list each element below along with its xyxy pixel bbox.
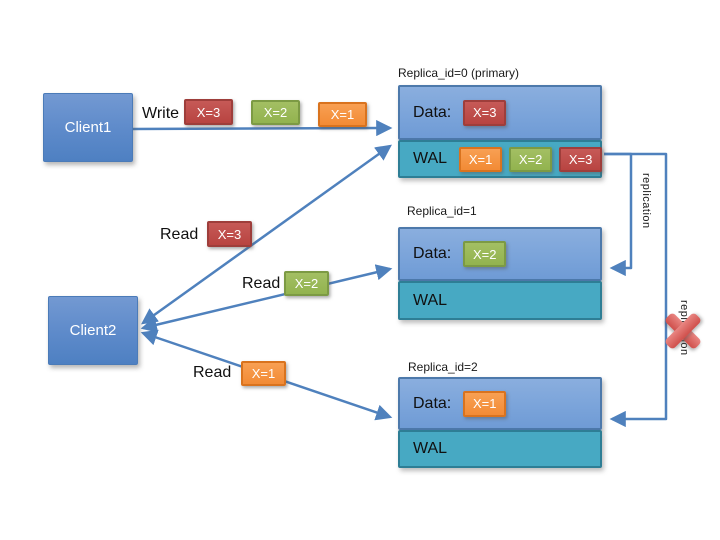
wal-entry-badge: X=3: [559, 146, 603, 172]
client1-label: Client1: [64, 119, 112, 136]
read-arrow-x2: [140, 264, 393, 333]
replica0-data-box: Data: X=3: [398, 85, 602, 140]
replica0-data-label: Data:: [413, 103, 452, 121]
replication-label-1: replication: [640, 173, 652, 229]
read-value-badge-x3: X=3: [207, 221, 252, 247]
replica1-data-box: Data: X=2: [398, 227, 602, 281]
client2-label: Client2: [69, 322, 117, 339]
replica2-data-label: Data:: [413, 394, 452, 412]
replica1-wal-label: WAL: [413, 291, 448, 309]
replica2-wal-box: WAL: [398, 430, 602, 468]
client1-box: Client1: [43, 93, 133, 162]
wal-entry-badge: X=2: [509, 146, 553, 172]
replica1-data-value: X=2: [463, 241, 507, 267]
replica0-data-value: X=3: [463, 99, 507, 126]
read-label-x3: Read: [160, 226, 199, 243]
replication-failure-cross-icon: [661, 309, 705, 353]
write-label: Write: [142, 105, 180, 122]
replication-arrow-2: [604, 152, 668, 428]
replica0-wal-label: WAL: [413, 150, 448, 167]
replica1-wal-box: WAL: [398, 281, 602, 320]
replica0-title: Replica_id=0 (primary): [398, 66, 520, 80]
replica2-wal-label: WAL: [413, 440, 448, 457]
write-arrow: [130, 119, 393, 137]
replica0-wal-box: WAL X=1 X=2 X=3: [398, 140, 603, 178]
read-label-x2: Read: [242, 275, 281, 292]
replica2-title: Replica_id=2: [408, 360, 478, 374]
write-value-badge: X=3: [184, 99, 233, 125]
replica2-data-value: X=1: [463, 390, 507, 417]
replica1-title: Replica_id=1: [407, 204, 477, 218]
replica2-data-box: Data: X=1: [398, 377, 602, 430]
client2-box: Client2: [48, 296, 138, 365]
read-value-badge-x1: X=1: [241, 361, 286, 386]
wal-entry-badge: X=1: [459, 146, 503, 172]
replica1-data-label: Data:: [413, 245, 452, 262]
replication-arrow-1: [604, 152, 633, 277]
replica0-wal-entries: X=1 X=2 X=3: [459, 146, 603, 172]
write-value-badge: X=1: [318, 102, 367, 127]
write-value-badge: X=2: [251, 100, 300, 125]
read-value-badge-x2: X=2: [284, 271, 329, 296]
read-label-x1: Read: [193, 364, 232, 381]
